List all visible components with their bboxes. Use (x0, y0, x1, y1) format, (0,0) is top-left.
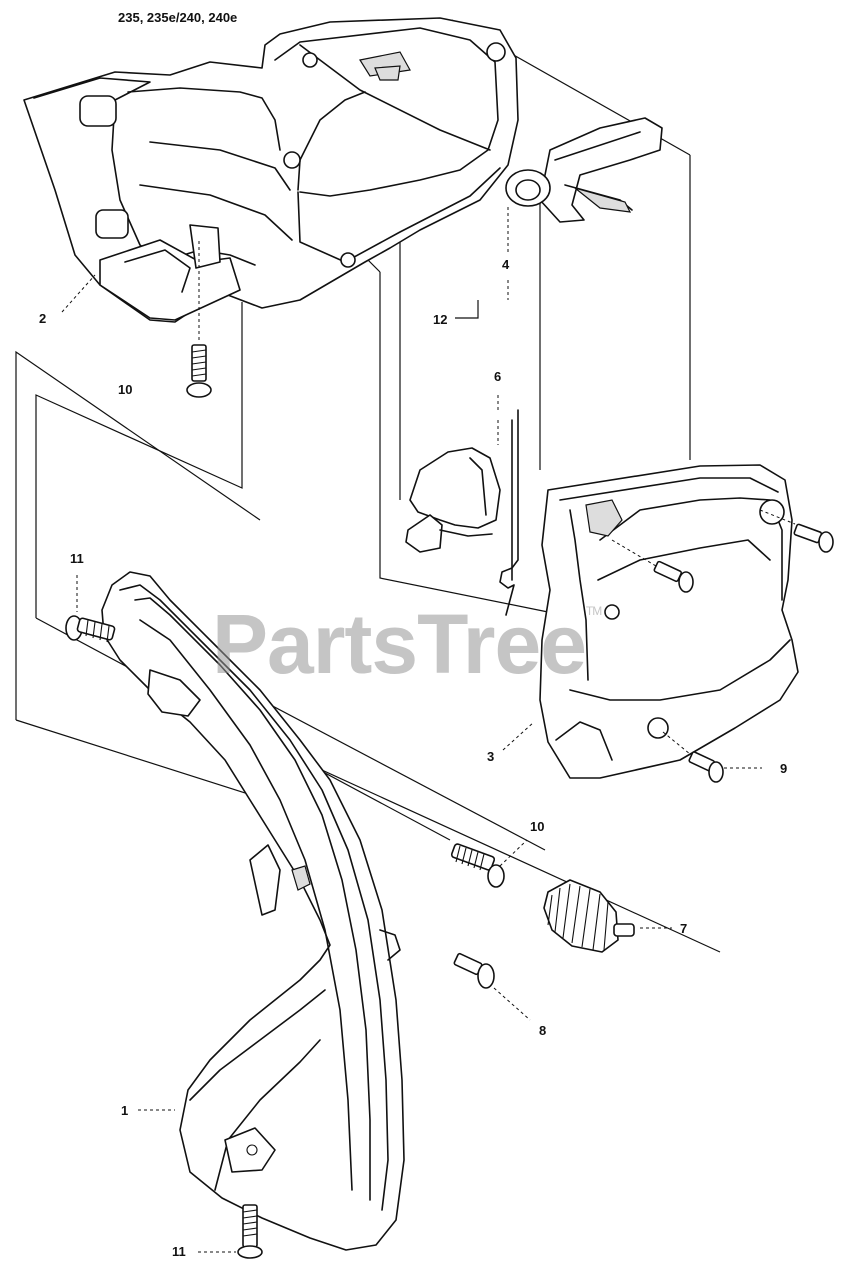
callout-12: 12 (433, 312, 448, 327)
throttle-trigger (505, 117, 663, 223)
callout-9: 9 (780, 761, 788, 776)
partstree-watermark: PartsTreeTM (212, 597, 602, 691)
vibration-spring (543, 879, 672, 953)
screw-11-top (65, 575, 116, 643)
stud-screw-10 (450, 839, 528, 888)
housing-screw (186, 240, 212, 398)
callout-11-upper: 11 (70, 551, 84, 566)
callout-1: 1 (121, 1103, 129, 1118)
front-handle (101, 571, 405, 1251)
callout-2: 2 (39, 311, 47, 326)
throttle-lockout (405, 420, 501, 553)
cover-screws (611, 509, 834, 783)
callout-6: 6 (494, 369, 502, 384)
rear-handle-housing (23, 17, 519, 323)
callout-11-lower: 11 (172, 1244, 186, 1259)
callout-7: 7 (680, 921, 688, 936)
callout-8: 8 (539, 1023, 547, 1038)
handle-cover (539, 464, 799, 779)
lockout-spring (499, 409, 519, 616)
callout-3: 3 (487, 749, 495, 764)
label-leaders (61, 206, 535, 1111)
callout-4: 4 (502, 257, 510, 272)
model-header: 235, 235e/240, 240e (118, 10, 238, 25)
bolt-8 (453, 952, 531, 1021)
callout-10-lower: 10 (530, 819, 545, 834)
callout-10-upper: 10 (118, 382, 133, 397)
screw-11-bottom (198, 1204, 263, 1259)
